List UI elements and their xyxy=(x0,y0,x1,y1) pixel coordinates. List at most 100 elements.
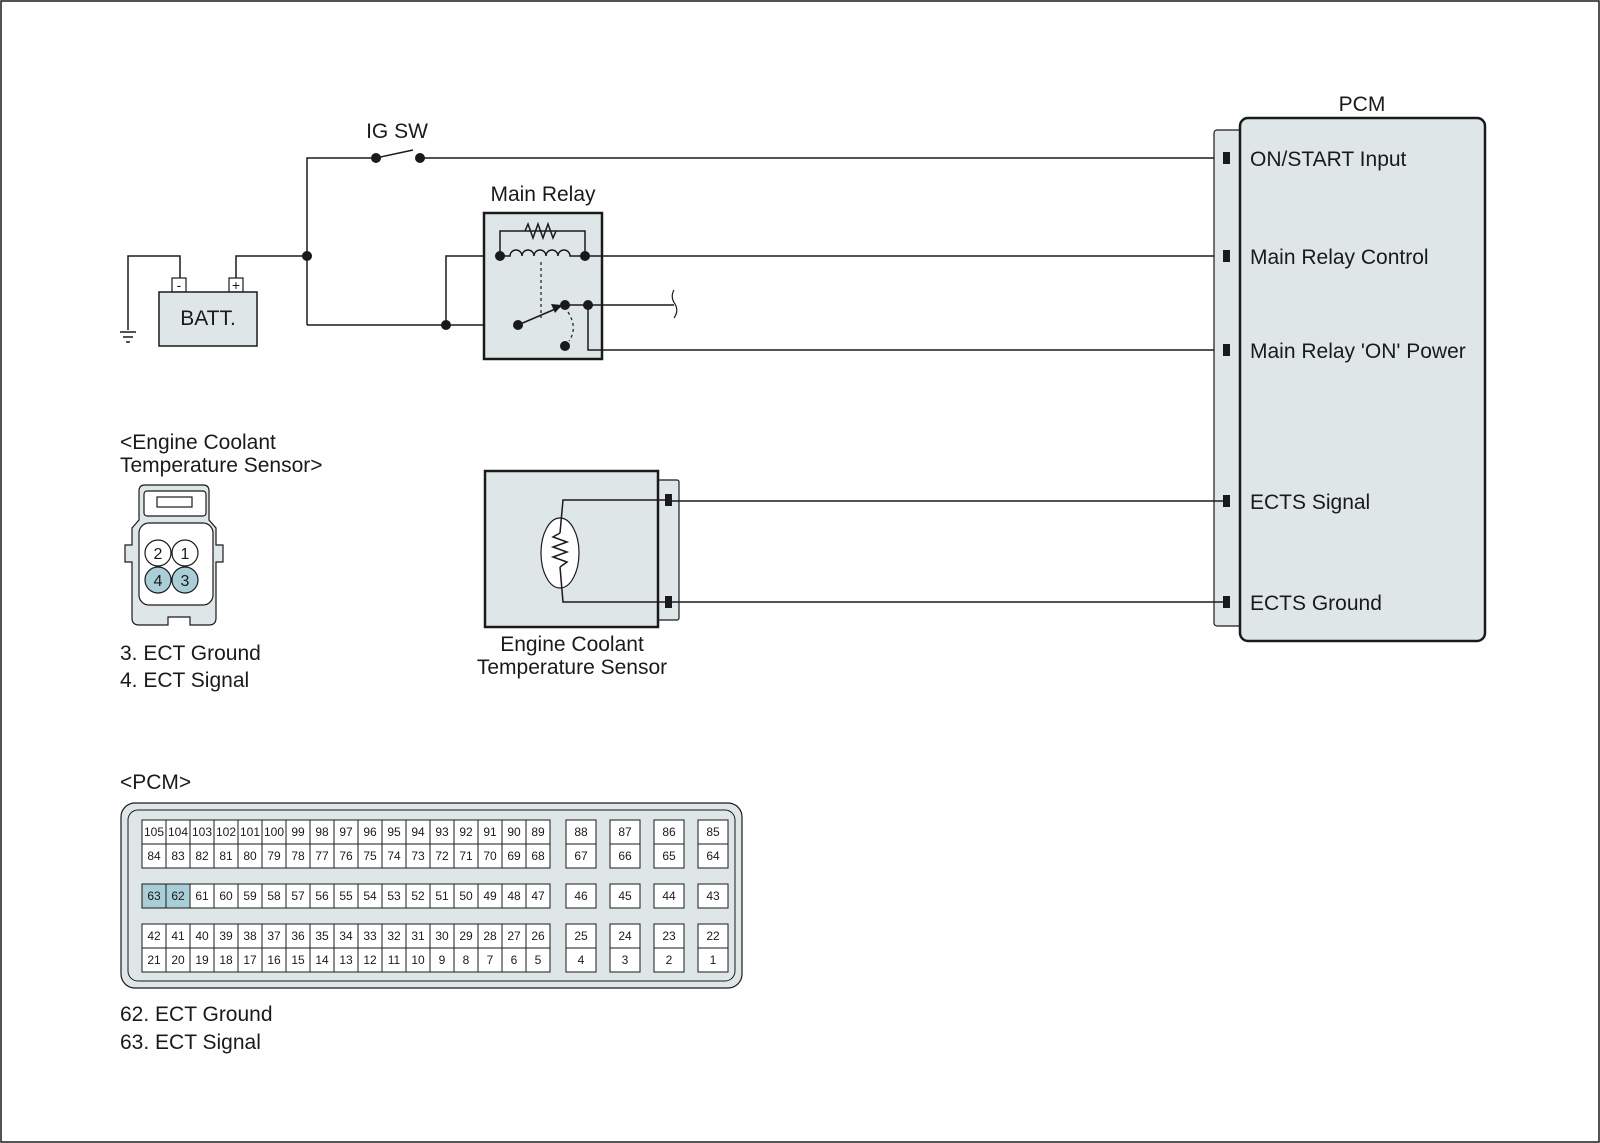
pcm-pin-label: 103 xyxy=(192,825,212,839)
pcm-pin-1 xyxy=(697,947,729,973)
pcm-pin-label: 30 xyxy=(435,929,449,943)
pcm-pin-46 xyxy=(565,883,597,909)
pcm-pin-label: 33 xyxy=(363,929,377,943)
pcm-pin-label: 94 xyxy=(411,825,425,839)
relay-coil-bypass xyxy=(499,230,586,256)
ect-pin-2 xyxy=(144,539,172,567)
pcm-terminal-pin xyxy=(1223,250,1230,262)
pcm-pin-label: 61 xyxy=(195,889,209,903)
pcm-pin-54 xyxy=(357,883,383,909)
resistor-icon xyxy=(524,221,557,241)
ig-feed-wire xyxy=(306,157,376,325)
pcm-pin-87 xyxy=(609,819,641,845)
pcm-pin-74 xyxy=(381,843,407,869)
pcm-pin-label: 1 xyxy=(710,953,717,967)
pcm-pin-85 xyxy=(697,819,729,845)
pcm-pin-label: 62 xyxy=(171,889,185,903)
pcm-pin-label: 95 xyxy=(387,825,401,839)
pcm-pin-label: 36 xyxy=(291,929,305,943)
ect-pin-3 xyxy=(171,566,199,594)
pcm-pin-label: 49 xyxy=(483,889,497,903)
pcm-pin-label: 77 xyxy=(315,849,329,863)
pcm-pin-47 xyxy=(525,883,551,909)
pcm-pin-label: 44 xyxy=(662,889,676,903)
battery-positive-wire xyxy=(235,255,307,278)
pcm-pin-43 xyxy=(697,883,729,909)
pcm-pin-label: 86 xyxy=(662,825,676,839)
pcm-pin-label: 79 xyxy=(267,849,281,863)
pcm-pin-label: 27 xyxy=(507,929,521,943)
pcm-pin-label: 29 xyxy=(459,929,473,943)
pcm-pin-label: 82 xyxy=(195,849,209,863)
pcm-pin-75 xyxy=(357,843,383,869)
pcm-pin-label: 65 xyxy=(662,849,676,863)
pcm-pin-label: 105 xyxy=(144,825,164,839)
pcm-pin-48 xyxy=(501,883,527,909)
pcm-pin-label: 69 xyxy=(507,849,521,863)
pcm-pin-25 xyxy=(565,923,597,949)
pcm-pin-label: 23 xyxy=(662,929,676,943)
pcm-pin-5 xyxy=(525,947,551,973)
ect-terminal-pin xyxy=(665,494,672,506)
ect-internal-ground-wire xyxy=(559,566,670,603)
pcm-pin-label: 55 xyxy=(339,889,353,903)
pcm-pin-label: 78 xyxy=(291,849,305,863)
pcm-pin-93 xyxy=(429,819,455,845)
ect-connector-legend: 4. ECT Signal xyxy=(120,669,249,692)
ig-sw-label: IG SW xyxy=(366,120,428,143)
connector-latch-slot xyxy=(156,496,193,508)
pcm-pin-28 xyxy=(477,923,503,949)
pcm-pin-80 xyxy=(237,843,263,869)
pcm-pin-59 xyxy=(237,883,263,909)
pcm-pin-23 xyxy=(653,923,685,949)
pcm-pin-3 xyxy=(609,947,641,973)
pcm-pin-label: 67 xyxy=(574,849,588,863)
pcm-pin-70 xyxy=(477,843,503,869)
ect-sensor-label-line2: Temperature Sensor xyxy=(477,656,667,679)
pcm-pin-label: 60 xyxy=(219,889,233,903)
battery-group: - + BATT. xyxy=(120,255,258,347)
wire-break-icon xyxy=(671,289,678,319)
pcm-pin-label: 24 xyxy=(618,929,632,943)
pcm-pin-53 xyxy=(381,883,407,909)
pcm-pin-label: 6 xyxy=(511,953,518,967)
pcm-pin-label: 4 xyxy=(578,953,585,967)
ect-internal-signal-wire xyxy=(559,499,670,534)
pcm-pin-label: 35 xyxy=(315,929,329,943)
pcm-pin-label: 56 xyxy=(315,889,329,903)
pcm-pin-label: 70 xyxy=(483,849,497,863)
pcm-pin-label: 71 xyxy=(459,849,473,863)
pcm-pin-label: 43 xyxy=(706,889,720,903)
pcm-pin-label: 63 xyxy=(147,889,161,903)
relay-travel-path xyxy=(567,311,574,342)
ect-terminal-pin xyxy=(665,596,672,608)
pcm-pin-label: 93 xyxy=(435,825,449,839)
pcm-pin-37 xyxy=(261,923,287,949)
pcm-body xyxy=(1238,116,1487,643)
ect-pin-label: 4 xyxy=(154,573,163,590)
pcm-pin-61 xyxy=(189,883,215,909)
thermistor-resistor-icon xyxy=(550,532,570,568)
ect-sensor: Engine Coolant Temperature Sensor xyxy=(477,469,680,679)
pcm-pin-67 xyxy=(565,843,597,869)
ect-connector-legend: 3. ECT Ground xyxy=(120,642,261,665)
pcm-pin-label: 96 xyxy=(363,825,377,839)
pcm-pin-72 xyxy=(429,843,455,869)
pcm-pin-label: 37 xyxy=(267,929,281,943)
pcm-terminal-label: ECTS Signal xyxy=(1250,491,1370,514)
pcm-pin-label: 104 xyxy=(168,825,188,839)
pcm-pin-label: 42 xyxy=(147,929,161,943)
pcm-pin-label: 13 xyxy=(339,953,353,967)
pcm-pin-label: 15 xyxy=(291,953,305,967)
pcm-pin-label: 21 xyxy=(147,953,161,967)
pcm-pin-label: 59 xyxy=(243,889,257,903)
pcm-pin-label: 3 xyxy=(622,953,629,967)
pcm-pin-20 xyxy=(165,947,191,973)
pcm-pin-label: 32 xyxy=(387,929,401,943)
pcm-pin-label: 28 xyxy=(483,929,497,943)
pcm-pin-label: 89 xyxy=(531,825,545,839)
pcm-pin-78 xyxy=(285,843,311,869)
ect-pin-4 xyxy=(144,566,172,594)
pcm-pin-label: 34 xyxy=(339,929,353,943)
